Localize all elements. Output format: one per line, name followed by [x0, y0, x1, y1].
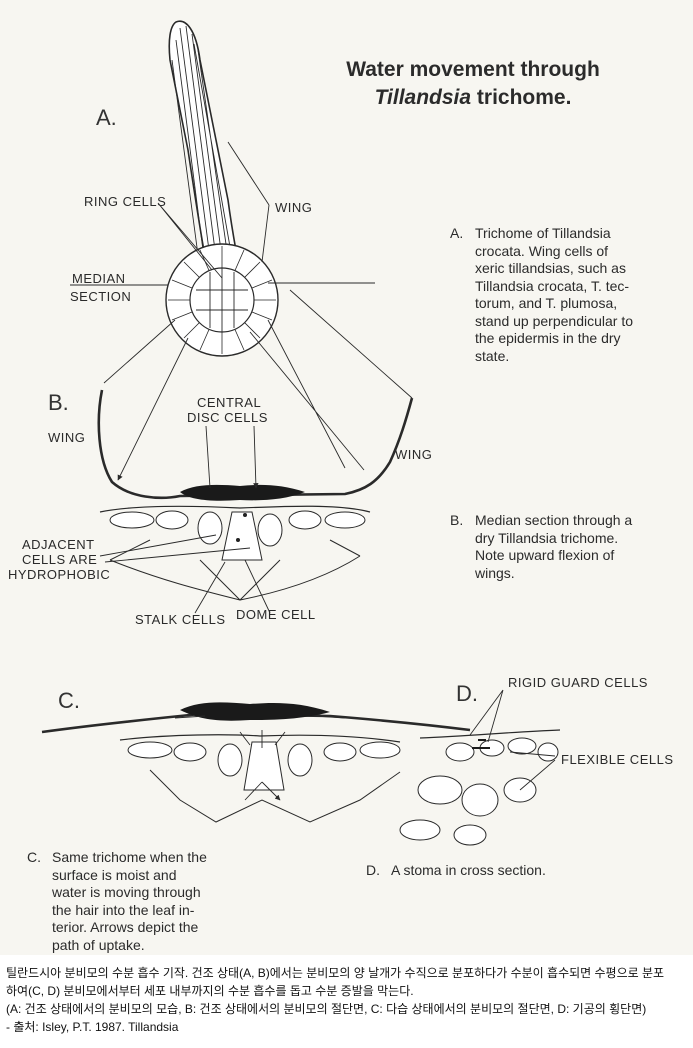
description-d-key: D.: [366, 862, 380, 878]
description-b-key: B.: [450, 512, 464, 528]
label-section: SECTION: [70, 289, 132, 304]
description-c-line: terior. Arrows depict the: [52, 919, 199, 935]
stoma-d-section: [399, 729, 561, 846]
wing-b: [97, 389, 414, 500]
description-c-line: water is moving through: [52, 884, 201, 900]
caption-line: 틸란드시아 분비모의 수분 흡수 기작. 건조 상태(A, B)에서는 분비모의…: [6, 966, 665, 980]
description-a-body: Trichome of Tillandsia crocata. Wing cel…: [475, 225, 633, 365]
label-adjacent: ADJACENT: [22, 537, 95, 552]
label-wing-b-left: WING: [48, 430, 86, 445]
figure-caption: 틸란드시아 분비모의 수분 흡수 기작. 건조 상태(A, B)에서는 분비모의…: [6, 964, 690, 1036]
trichome-a-drawing: [165, 20, 279, 357]
description-a-line: stand up perpendicular to: [475, 312, 633, 329]
description-b-line: dry Tillandsia trichome.: [475, 529, 619, 546]
label-hydrophobic: HYDROPHOBIC: [8, 567, 111, 582]
trichome-c-section: [41, 702, 471, 823]
label-wing-b-right: WING: [395, 447, 433, 462]
wing-hair: [168, 20, 239, 263]
label-flexible: FLEXIBLE CELLS: [561, 752, 674, 767]
description-a-line: Trichome of Tillandsia: [475, 225, 611, 241]
description-b-line: Median section through a: [475, 512, 633, 528]
description-a-line: Tillandsia crocata, T. tec-: [475, 277, 630, 294]
description-a: A. Trichome of Tillandsia crocata. Wing …: [450, 225, 690, 375]
description-c: C. Same trichome when the surface is moi…: [27, 849, 267, 959]
label-stalk-cells: STALK CELLS: [135, 612, 226, 627]
description-c-line: Same trichome when the: [52, 849, 207, 865]
description-d-body: A stoma in cross section.: [391, 862, 546, 880]
description-a-line: crocata. Wing cells of: [475, 242, 609, 259]
panel-letter-a: A.: [96, 105, 117, 130]
description-d-line: A stoma in cross section.: [391, 862, 546, 878]
title-line-1: Water movement through: [346, 58, 600, 81]
label-dome-cell: DOME CELL: [236, 607, 316, 622]
description-c-body: Same trichome when the surface is moist …: [52, 849, 207, 954]
panel-letter-c: C.: [58, 688, 80, 713]
description-c-line: the hair into the leaf in-: [52, 901, 195, 918]
panel-letter-b: B.: [48, 390, 69, 415]
description-b-line: wings.: [475, 564, 515, 581]
label-median: MEDIAN: [72, 271, 126, 286]
description-a-line: torum, and T. plumosa,: [475, 295, 618, 311]
description-a-line: the epidermis in the dry: [475, 330, 621, 346]
description-a-line: xeric tillandsias, such as: [475, 260, 626, 276]
description-b-line: Note upward flexion of: [475, 547, 615, 563]
caption-source: - 출처: Isley, P.T. 1987. Tillandsia: [6, 1020, 179, 1034]
description-c-line: path of uptake.: [52, 936, 145, 953]
caption-line: (A: 건조 상태에서의 분비모의 모습, B: 건조 상태에서의 분비모의 절…: [6, 1002, 647, 1016]
label-cells-are: CELLS ARE: [22, 552, 98, 567]
panel-letter-d: D.: [456, 681, 478, 706]
trichome-b-section: [97, 389, 414, 601]
title-line-2: Tillandsia trichome.: [318, 84, 628, 112]
label-ring-cells: RING CELLS: [84, 194, 167, 209]
description-c-line: surface is moist and: [52, 866, 177, 883]
description-c-key: C.: [27, 849, 41, 865]
label-rigid-guard: RIGID GUARD CELLS: [508, 675, 648, 690]
description-a-key: A.: [450, 225, 464, 241]
title-species: Tillandsia: [374, 86, 472, 109]
description-b-body: Median section through a dry Tillandsia …: [475, 512, 632, 582]
title-line-2-rest: trichome.: [471, 86, 572, 109]
description-d: D. A stoma in cross section.: [366, 862, 626, 882]
description-b: B. Median section through a dry Tillands…: [450, 512, 690, 584]
description-a-line: state.: [475, 347, 510, 364]
caption-line: 하여(C, D) 분비모에서부터 세포 내부까지의 수분 흡수를 돕고 수분 증…: [6, 984, 414, 998]
label-disc-cells: DISC CELLS: [187, 410, 268, 425]
trichome-illustration: [41, 20, 561, 846]
diagram-title: Water movement through Tillandsia tricho…: [318, 56, 628, 112]
label-wing-a: WING: [275, 200, 313, 215]
label-central: CENTRAL: [197, 395, 262, 410]
